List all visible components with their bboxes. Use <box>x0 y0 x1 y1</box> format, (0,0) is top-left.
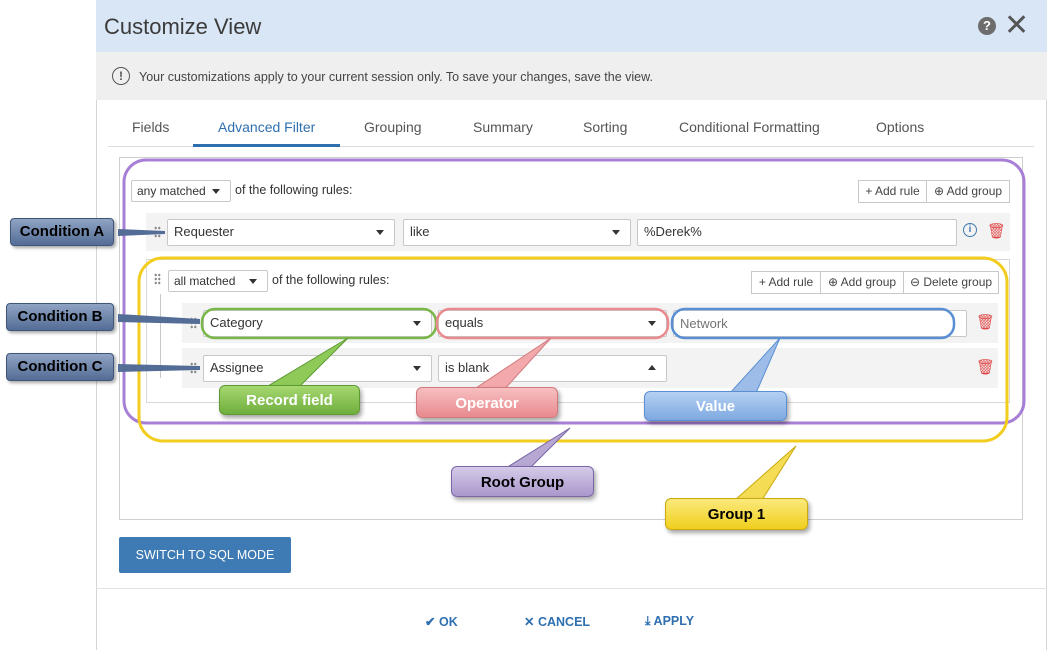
ok-label: OK <box>438 615 458 629</box>
close-icon[interactable]: ✕ <box>1004 9 1030 42</box>
operator-callout: Operator <box>416 387 558 418</box>
apply-label: APPLY <box>653 614 695 628</box>
switch-to-sql-mode-button[interactable]: SWITCH TO SQL MODE <box>119 537 291 573</box>
record-field-callout: Record field <box>219 385 360 415</box>
info-icon[interactable]: i <box>963 223 977 237</box>
active-tab-indicator <box>193 144 340 147</box>
chevron-down-icon <box>212 189 220 194</box>
info-icon: ! <box>112 67 130 85</box>
drag-handle-icon[interactable] <box>154 273 161 285</box>
footer-divider <box>96 588 1047 589</box>
root-group-callout: Root Group <box>451 466 594 497</box>
root-add-group-label: Add group <box>946 184 1003 198</box>
tab-sorting[interactable]: Sorting <box>583 119 628 135</box>
condition-a-pointer <box>118 229 165 236</box>
group-1-match-value: all matched <box>174 274 236 288</box>
group-1-outline <box>137 256 1009 443</box>
condition-a-field-select[interactable]: Requester <box>167 219 395 246</box>
chevron-down-icon <box>249 279 257 284</box>
ok-button[interactable]: ✔ OK <box>425 614 458 629</box>
condition-b-pointer <box>118 314 200 324</box>
root-match-value: any matched <box>137 184 206 198</box>
cancel-label: CANCEL <box>537 615 591 629</box>
condition-a-label: Condition A <box>10 218 114 246</box>
tab-advanced-filter[interactable]: Advanced Filter <box>218 119 316 135</box>
condition-c-field-select[interactable]: Assignee <box>203 355 432 382</box>
chevron-up-icon <box>648 365 656 370</box>
chevron-down-icon <box>648 321 656 326</box>
condition-c-operator-select[interactable]: is blank <box>438 355 667 382</box>
apply-button[interactable]: ⤓ APPLY <box>645 614 694 629</box>
operator-highlight <box>435 307 670 340</box>
group-1-tree-line <box>160 294 161 378</box>
plus-circle-icon: ⊕ <box>933 184 944 198</box>
tab-summary[interactable]: Summary <box>473 119 533 135</box>
delete-group-label: Delete group <box>923 275 993 289</box>
group-1-add-group-label: Add group <box>840 275 897 289</box>
group-1-tail <box>733 445 797 501</box>
check-icon: ✔ <box>425 615 436 629</box>
record-field-tail <box>266 337 349 387</box>
condition-a-operator-select[interactable]: like <box>403 219 631 246</box>
condition-b-field-value: Category <box>210 315 263 330</box>
dialog-titlebar <box>96 0 1047 52</box>
record-field-highlight <box>200 307 438 340</box>
tabs-divider <box>108 146 1034 147</box>
minus-circle-icon: ⊖ <box>909 275 920 289</box>
cancel-button[interactable]: ✕ CANCEL <box>524 614 590 629</box>
root-add-rule-button[interactable]: + Add rule <box>858 180 927 203</box>
condition-c-field-value: Assignee <box>210 360 264 375</box>
condition-c-operator-value: is blank <box>445 360 490 375</box>
operator-tail <box>468 337 552 393</box>
condition-b-label: Condition B <box>6 303 114 331</box>
value-callout: Value <box>644 391 787 421</box>
value-highlight <box>670 307 956 340</box>
tab-grouping[interactable]: Grouping <box>364 119 422 135</box>
dialog-title: Customize View <box>104 14 262 39</box>
root-add-group-button[interactable]: ⊕ Add group <box>926 180 1010 203</box>
condition-a-value-input[interactable]: %Derek% <box>637 219 957 246</box>
condition-b-operator-select[interactable]: equals <box>438 310 667 337</box>
trash-icon[interactable]: 🗑 <box>987 223 1007 240</box>
root-group-tail <box>504 427 571 469</box>
chevron-down-icon <box>413 366 421 371</box>
condition-c-label: Condition C <box>6 353 114 381</box>
root-group-outline <box>122 158 1026 425</box>
trash-icon[interactable]: 🗑 <box>976 314 996 331</box>
group-1-match-select[interactable]: all matched <box>168 270 268 292</box>
question-circle-icon[interactable]: ? <box>978 17 996 35</box>
condition-a-operator-value: like <box>410 224 430 239</box>
condition-b-value-input[interactable] <box>673 310 967 337</box>
group-1-callout: Group 1 <box>665 498 808 530</box>
tab-fields[interactable]: Fields <box>132 119 170 135</box>
tab-options[interactable]: Options <box>876 119 925 135</box>
chevron-down-icon <box>376 230 384 235</box>
condition-b-field-select[interactable]: Category <box>203 310 432 337</box>
info-bar <box>96 52 1047 100</box>
chevron-down-icon <box>413 321 421 326</box>
delete-group-button[interactable]: ⊖ Delete group <box>903 271 999 294</box>
info-message: Your customizations apply to your curren… <box>139 70 653 84</box>
close-icon: ✕ <box>524 615 535 629</box>
root-match-suffix: of the following rules: <box>235 183 353 197</box>
condition-b-operator-value: equals <box>445 315 484 330</box>
trash-icon[interactable]: 🗑 <box>976 359 996 376</box>
plus-circle-icon: ⊕ <box>827 275 838 289</box>
chevron-down-icon <box>612 230 620 235</box>
group-1-add-group-button[interactable]: ⊕ Add group <box>820 271 904 294</box>
group-1-add-rule-button[interactable]: + Add rule <box>751 271 821 294</box>
condition-c-pointer <box>118 364 200 372</box>
root-match-select[interactable]: any matched <box>131 180 231 202</box>
download-icon: ⤓ <box>645 614 651 628</box>
tab-conditional-formatting[interactable]: Conditional Formatting <box>679 119 820 135</box>
condition-a-field-value: Requester <box>174 224 234 239</box>
group-1-match-suffix: of the following rules: <box>272 273 390 287</box>
value-tail <box>728 337 781 394</box>
